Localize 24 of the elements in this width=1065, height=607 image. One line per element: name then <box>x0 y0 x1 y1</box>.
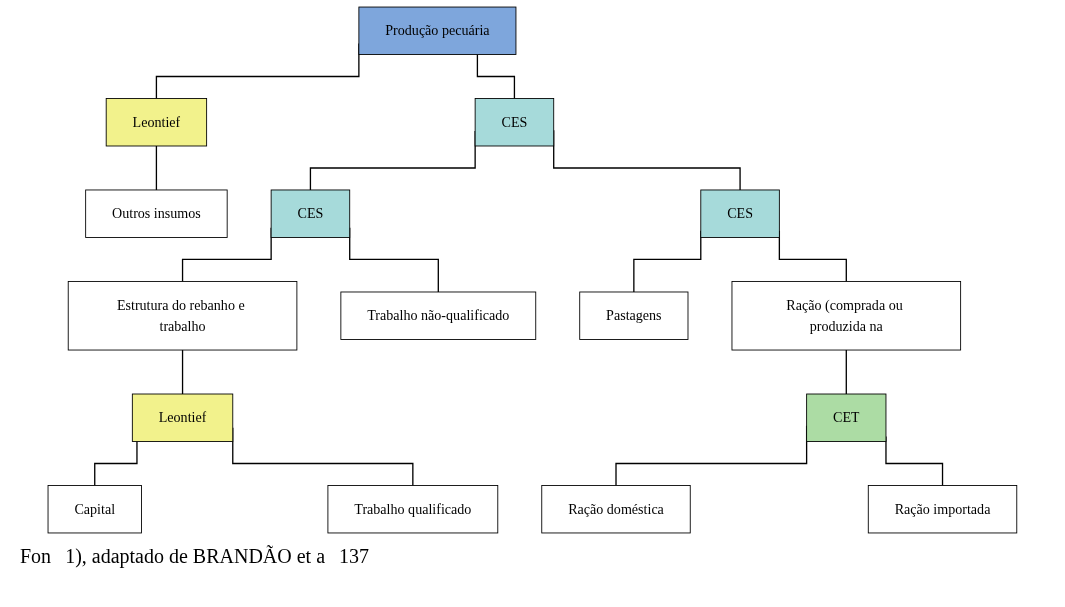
connector <box>476 53 516 100</box>
node-box: CES <box>270 189 351 238</box>
node-box: CET <box>806 393 887 442</box>
node-box: Produção pecuária <box>358 6 517 55</box>
footnote-text: 1), adaptado de BRANDÃO et a <box>65 545 326 568</box>
footnote-text: Fon <box>20 545 52 568</box>
node-box: Capital <box>47 485 142 534</box>
node-box: Leontief <box>132 393 234 442</box>
node-box: Pastagens <box>579 291 689 340</box>
node-box: Trabalho não-qualificado <box>340 291 537 340</box>
footnote-text: 137 <box>339 545 370 568</box>
node-box: Leontief <box>105 98 208 147</box>
connector <box>845 349 848 395</box>
connector <box>182 349 184 395</box>
node-box: Ração importada <box>867 485 1018 534</box>
node-box: Trabalho qualificado <box>327 485 499 534</box>
node-box: CES <box>474 98 555 147</box>
connector <box>94 440 138 487</box>
node-box: Ração (comprada ou produzida na <box>731 281 962 351</box>
node-box: Ração doméstica <box>541 485 691 534</box>
node-box: Outros insumos <box>85 189 228 238</box>
node-box: CES <box>700 189 780 238</box>
node-box: Estrutura do rebanho e trabalho <box>67 281 298 351</box>
connector <box>155 145 158 191</box>
